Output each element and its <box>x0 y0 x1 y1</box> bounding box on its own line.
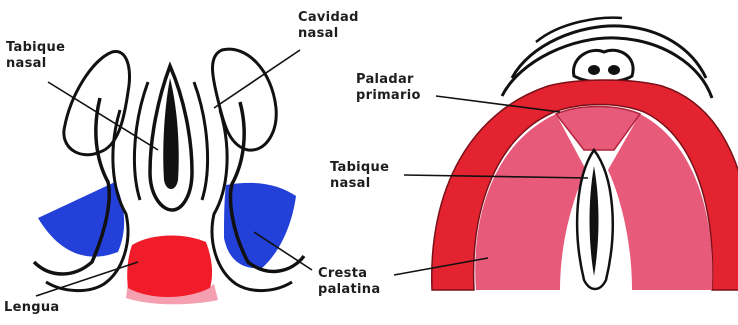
septum-wall-left <box>134 82 148 200</box>
left-palatal-shelf <box>38 182 124 257</box>
label-lengua: Lengua <box>4 300 60 316</box>
label-cavidad-nasal: Cavidad nasal <box>298 10 359 42</box>
palatal-view <box>394 18 738 290</box>
label-tabique-nasal-left: Tabique nasal <box>6 40 65 72</box>
label-paladar-primario: Paladar primario <box>356 72 421 104</box>
septum-wall-right <box>194 82 208 200</box>
label-tabique-nasal-right: Tabique nasal <box>330 160 389 192</box>
nose <box>573 50 633 82</box>
label-cresta-palatina: Cresta palatina <box>318 266 380 298</box>
leader-cavidad <box>214 50 300 108</box>
coronal-section <box>34 49 312 304</box>
tongue <box>127 236 212 297</box>
